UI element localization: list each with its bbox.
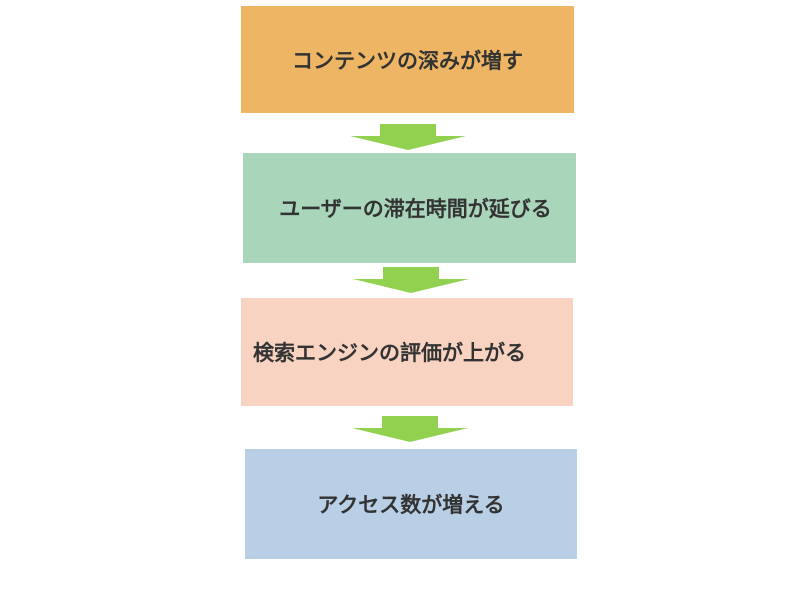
flow-step-3-label: 検索エンジンの評価が上がる [253,341,526,365]
flow-step-2: ユーザーの滞在時間が延びる [243,153,576,263]
down-arrow-icon [352,416,468,442]
down-arrow-icon [353,267,469,293]
down-arrow-icon [350,124,466,150]
flow-step-1: コンテンツの深みが増す [241,6,574,113]
flow-step-4: アクセス数が増える [245,449,577,559]
flow-step-4-label: アクセス数が増える [317,493,505,517]
flow-step-3: 検索エンジンの評価が上がる [241,298,573,406]
flow-step-1-label: コンテンツの深みが増す [292,48,523,73]
flow-step-2-label: ユーザーの滞在時間が延びる [279,197,552,221]
